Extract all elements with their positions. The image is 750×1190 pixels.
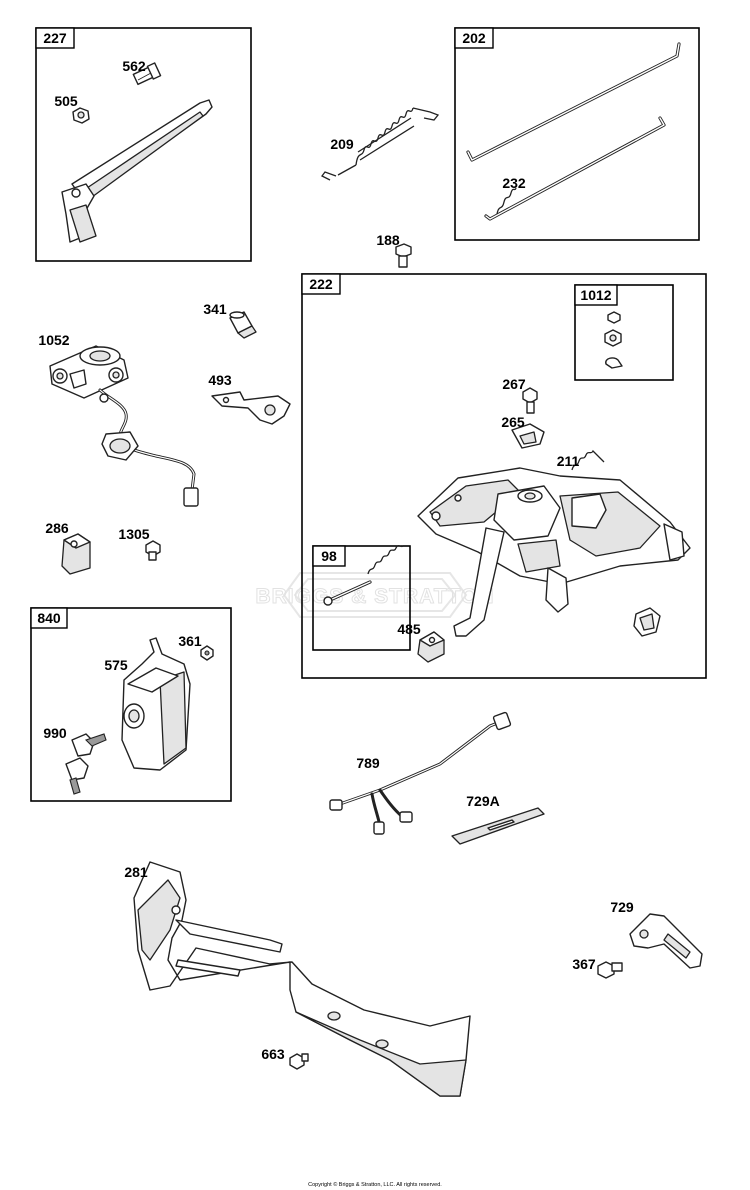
- part-485-cover: [417, 631, 445, 663]
- part-222-small-clip: [633, 607, 661, 637]
- part-281-shroud: [133, 861, 471, 1097]
- part-202-rod: [466, 42, 681, 162]
- label-663: 663: [261, 1046, 285, 1062]
- group-label-98: 98: [321, 548, 337, 564]
- group-box-222: 222: [301, 273, 707, 679]
- label-209: 209: [330, 136, 354, 152]
- label-211: 211: [557, 453, 580, 469]
- group-label-222: 222: [309, 276, 333, 292]
- part-729-bracket: [629, 913, 703, 969]
- part-505-nut: [72, 107, 90, 124]
- group-label-840: 840: [37, 610, 61, 626]
- label-286: 286: [45, 520, 69, 536]
- watermark-text: BRIGGS & STRATTON: [255, 585, 494, 608]
- label-990: 990: [43, 725, 67, 741]
- part-493-bracket: [211, 391, 291, 425]
- part-265-clip: [511, 423, 545, 449]
- copyright-text: Copyright © Briggs & Stratton, LLC. All …: [308, 1181, 442, 1188]
- part-227-lever: [61, 99, 213, 243]
- part-188-bolt: [395, 243, 412, 268]
- part-222-control-plate: [417, 467, 691, 637]
- label-493: 493: [208, 372, 232, 388]
- label-188: 188: [376, 232, 400, 248]
- label-1052: 1052: [38, 332, 69, 348]
- part-1052-switch: [49, 345, 199, 507]
- label-505: 505: [54, 93, 78, 109]
- part-663-screw: [289, 1053, 309, 1070]
- part-789-harness: [329, 711, 512, 835]
- label-789: 789: [356, 755, 380, 771]
- group-label-227: 227: [43, 30, 67, 46]
- group-box-202: 202: [454, 27, 700, 241]
- part-361-screw: [200, 645, 214, 661]
- group-box-1012: 1012: [574, 284, 674, 381]
- part-267-bolt: [522, 387, 538, 414]
- label-367: 367: [572, 956, 596, 972]
- label-267: 267: [502, 376, 526, 392]
- label-232: 232: [502, 175, 526, 191]
- part-211-spring: [571, 449, 605, 471]
- part-1012-hardware: [604, 311, 623, 369]
- label-485: 485: [397, 621, 421, 637]
- part-367-bolt: [597, 961, 623, 979]
- group-box-98: 98: [312, 545, 411, 651]
- label-341: 341: [203, 301, 227, 317]
- part-729A-strap: [451, 807, 545, 845]
- part-341-spacer: [229, 311, 257, 339]
- part-232-spring-rod: [484, 116, 666, 221]
- part-562-bolt: [132, 62, 162, 86]
- part-575-switch-housing: [121, 637, 191, 771]
- group-box-840: 840: [30, 607, 232, 802]
- group-label-202: 202: [462, 30, 486, 46]
- label-265: 265: [501, 414, 525, 430]
- label-361: 361: [178, 633, 202, 649]
- part-286-cover: [61, 533, 91, 575]
- label-729: 729: [610, 899, 634, 915]
- label-729A: 729A: [466, 793, 499, 809]
- part-990-keys: [65, 733, 107, 795]
- part-1305-screw: [145, 540, 161, 561]
- label-281: 281: [124, 864, 148, 880]
- group-label-1012: 1012: [580, 287, 611, 303]
- part-209-spring: [321, 107, 440, 181]
- part-98-pin-spring: [323, 545, 404, 606]
- label-1305: 1305: [118, 526, 149, 542]
- label-575: 575: [104, 657, 128, 673]
- watermark-logo: BRIGGS & STRATTON: [255, 572, 494, 618]
- group-box-227: 227: [35, 27, 252, 262]
- label-562: 562: [122, 58, 146, 74]
